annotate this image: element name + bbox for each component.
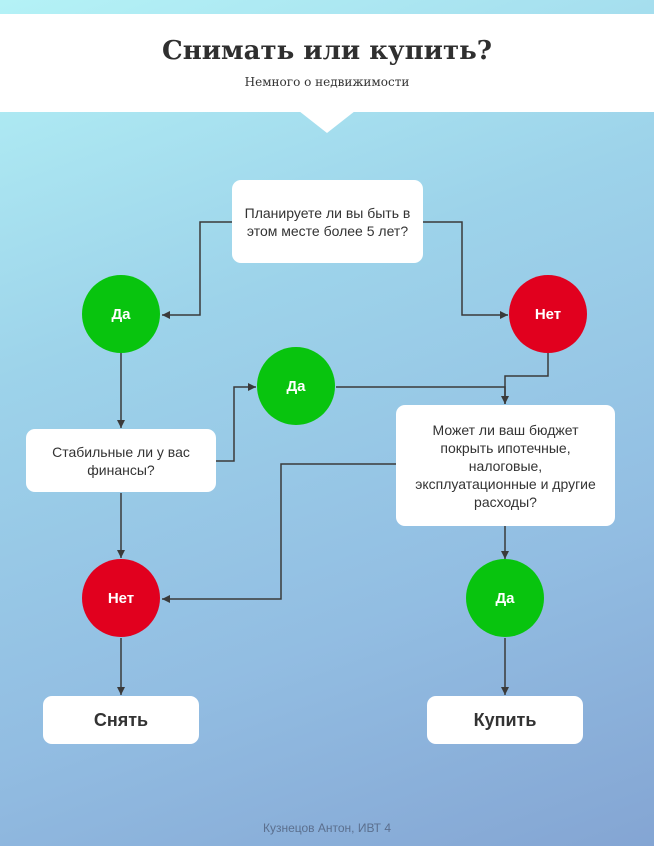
connector-q3-no [162, 463, 396, 603]
question-stay-5-years: Планируете ли вы быть в этом месте более… [232, 180, 423, 263]
page-title: Снимать или купить? [162, 36, 492, 66]
result-rent: Снять [43, 696, 199, 744]
question-budget: Может ли ваш бюджет покрыть ипотечные, н… [396, 405, 615, 526]
answer-yes-stable: Да [257, 347, 335, 425]
answer-no-stable: Нет [82, 559, 160, 637]
answer-yes-budget: Да [466, 559, 544, 637]
footer-author: Кузнецов Антон, ИВТ 4 [262, 821, 392, 835]
answer-yes-stay: Да [82, 275, 160, 353]
header-pointer [299, 111, 355, 133]
connector-yes2-q3 [336, 386, 509, 404]
connector-no-q3 [504, 353, 549, 404]
connector-q1-no [423, 221, 508, 319]
result-buy: Купить [427, 696, 583, 744]
connector-q2-yes [216, 383, 256, 462]
connector-q1-yes [162, 221, 232, 319]
page-subtitle: Немного о недвижимости [244, 75, 410, 89]
question-stable-finances: Стабильные ли у вас финансы? [26, 429, 216, 492]
answer-no-stay: Нет [509, 275, 587, 353]
header-banner: Снимать или купить? Немного о недвижимос… [0, 14, 654, 112]
